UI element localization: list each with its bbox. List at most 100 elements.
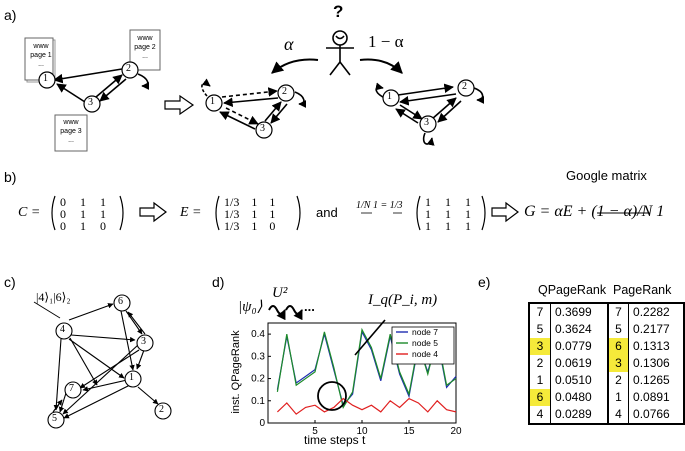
U2-label: U² bbox=[272, 285, 288, 301]
a1-node-1: 1 bbox=[43, 73, 48, 84]
qpagerank-node: 7 bbox=[529, 303, 551, 321]
pagerank-value: 0.2177 bbox=[633, 322, 670, 336]
graph-a1-nodes bbox=[38, 61, 139, 113]
matrix-ones-brackets bbox=[416, 195, 486, 231]
pagerank-node: 2 bbox=[608, 372, 630, 389]
hollow-arrow-a bbox=[164, 94, 195, 116]
pagerank-node: 4 bbox=[608, 406, 630, 424]
pagerank-node: 7 bbox=[608, 303, 630, 321]
page-2-www: www bbox=[137, 35, 153, 42]
pagerank-node: 1 bbox=[608, 389, 630, 406]
page-1-www: www bbox=[33, 43, 49, 50]
y-axis-label: inst. QPageRank bbox=[230, 330, 242, 414]
panel-label-a: a) bbox=[4, 7, 17, 23]
a3-node-3: 3 bbox=[424, 117, 429, 128]
question-mark: ? bbox=[333, 2, 344, 21]
graph-a1-edges bbox=[53, 68, 150, 103]
wavy-arrows bbox=[268, 305, 303, 321]
c-node-3: 3 bbox=[141, 336, 146, 347]
ones-00: 1 bbox=[425, 195, 431, 209]
page-card-1-text: www page 1 ... bbox=[28, 42, 54, 69]
graph-c-nodes bbox=[47, 294, 172, 429]
ones-12: 1 bbox=[465, 207, 471, 221]
C-10: 0 bbox=[60, 207, 66, 221]
state-label: |4⟩₁|6⟩₂ bbox=[36, 290, 71, 304]
panel-label-d: d) bbox=[212, 274, 225, 290]
y-tick-label: 0.4 bbox=[251, 329, 265, 340]
google-matrix-label: Google matrix bbox=[566, 168, 647, 183]
qpagerank-title: QPageRank bbox=[538, 283, 607, 297]
y-tick-label: 0.1 bbox=[251, 396, 265, 407]
series-line-node-5 bbox=[276, 327, 457, 410]
a3-node-2: 2 bbox=[462, 81, 467, 92]
ones-lhs: 1/N 1 = 1/3 bbox=[356, 200, 403, 211]
legend-label: node 4 bbox=[412, 349, 438, 359]
qpagerank-row: 6 0.0480 bbox=[529, 389, 608, 406]
c-node-5: 5 bbox=[52, 413, 57, 424]
qpagerank-node: 2 bbox=[529, 355, 551, 372]
graph-c-edges bbox=[33, 301, 159, 419]
c-node-6: 6 bbox=[118, 296, 123, 307]
graph-a3-nodes bbox=[382, 79, 475, 133]
matrix-C-brackets bbox=[51, 195, 124, 231]
qpagerank-node: 6 bbox=[529, 389, 551, 406]
ones-20: 1 bbox=[425, 219, 431, 233]
pagerank-value: 0.1265 bbox=[633, 373, 670, 387]
E-22: 0 bbox=[269, 219, 276, 233]
C-21: 1 bbox=[80, 219, 86, 233]
qpagerank-value: 0.0779 bbox=[555, 339, 592, 353]
ones-21: 1 bbox=[445, 219, 451, 233]
C-00: 0 bbox=[60, 195, 66, 209]
ones-02: 1 bbox=[465, 195, 471, 209]
qpagerank-node: 4 bbox=[529, 406, 551, 424]
qpagerank-value: 0.0480 bbox=[555, 390, 592, 404]
person-icon bbox=[326, 30, 354, 76]
page-1-name: page 1 bbox=[30, 52, 52, 59]
pagerank-node: 3 bbox=[608, 355, 630, 372]
x-axis-label: time steps t bbox=[304, 433, 366, 447]
C-02: 1 bbox=[100, 195, 106, 209]
E-01: 1 bbox=[251, 195, 258, 209]
page-card-1 bbox=[24, 37, 56, 83]
c-node-1: 1 bbox=[129, 372, 134, 383]
a2-node-3: 3 bbox=[260, 123, 265, 134]
pagerank-value: 0.0891 bbox=[633, 390, 670, 404]
pagerank-value: 0.2282 bbox=[633, 305, 670, 319]
legend-box bbox=[391, 326, 455, 365]
C-20: 0 bbox=[60, 219, 66, 233]
graph-a3-edges bbox=[375, 82, 485, 146]
page-3-name: page 3 bbox=[60, 128, 82, 135]
ellipsis: ... bbox=[304, 299, 315, 314]
highlight-circle bbox=[317, 381, 347, 411]
page-2-name: page 2 bbox=[134, 44, 156, 51]
ones-10: 1 bbox=[425, 207, 431, 221]
qpagerank-value: 0.0510 bbox=[555, 373, 592, 387]
E-11: 1 bbox=[251, 207, 258, 221]
pagerank-title: PageRank bbox=[613, 283, 672, 297]
a2-node-1: 1 bbox=[210, 96, 215, 107]
G-formula: G = αE + (1 − α)/N 1 bbox=[524, 203, 665, 220]
legend-label: node 7 bbox=[412, 327, 438, 337]
E-20: 1/3 bbox=[224, 219, 240, 233]
c-node-7: 7 bbox=[69, 383, 74, 394]
graph-a2-edges bbox=[201, 78, 307, 130]
c-node-2: 2 bbox=[159, 404, 164, 415]
panel-label-e: e) bbox=[478, 274, 491, 290]
arrow-one-minus-alpha bbox=[359, 58, 403, 74]
qpagerank-value: 0.3699 bbox=[555, 305, 592, 319]
y-tick-label: 0.2 bbox=[251, 374, 265, 385]
legend-label: node 5 bbox=[412, 338, 438, 348]
C-01: 1 bbox=[80, 195, 86, 209]
page-card-2-text: www page 2 ... bbox=[131, 34, 159, 61]
